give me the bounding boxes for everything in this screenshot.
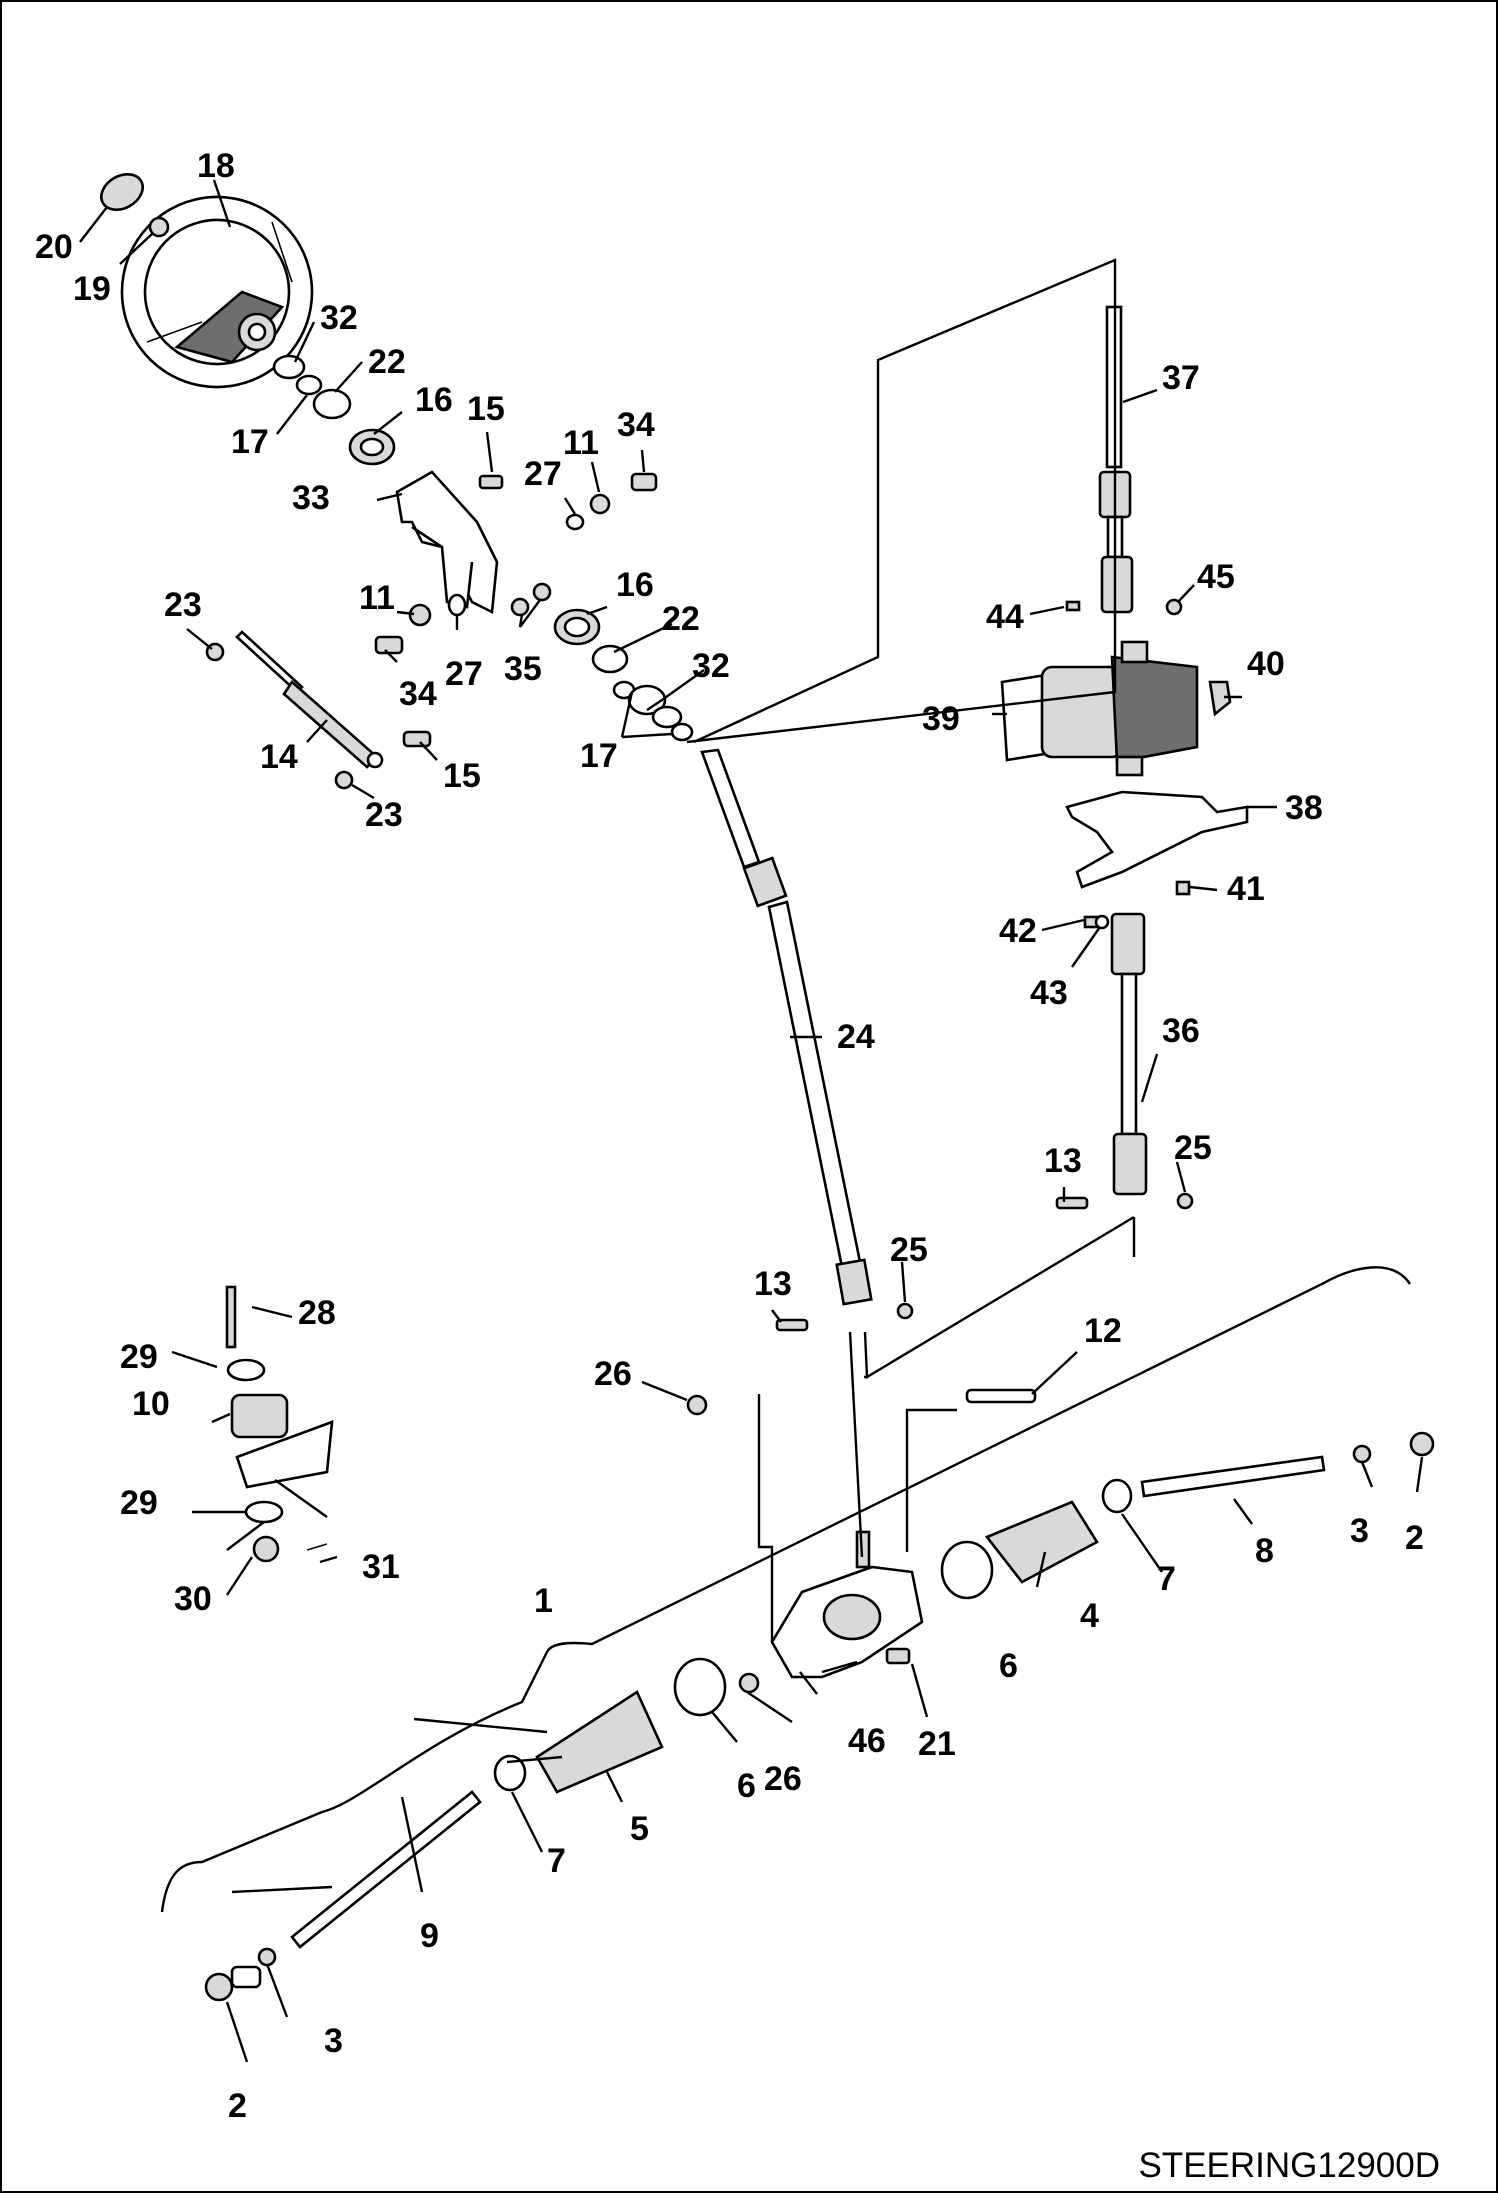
leader-lines (79, 179, 1424, 2063)
steering-wheel (120, 195, 314, 389)
wheel-nut (148, 216, 170, 238)
column-bracket (395, 470, 499, 615)
callout-22: 22 (368, 343, 406, 381)
shaft-24-fasteners (775, 1302, 914, 1332)
steering-shaft-24 (700, 748, 873, 1306)
callout-labels: 20 19 18 32 22 17 16 15 33 27 11 34 11 2… (35, 147, 1424, 2125)
callout-11b: 11 (359, 579, 395, 617)
lower-bearing-stack (553, 608, 694, 742)
callout-4: 4 (1080, 1597, 1099, 1635)
callout-12: 12 (1084, 1312, 1122, 1350)
shaft-37-fasteners (1065, 598, 1183, 616)
callout-27b: 27 (445, 655, 483, 693)
callout-29: 29 (120, 1338, 158, 1376)
reference-code: STEERING12900D (1138, 2146, 1440, 2185)
callout-27: 27 (524, 455, 562, 493)
callout-20: 20 (35, 228, 73, 266)
callout-9: 9 (420, 1917, 439, 1955)
callout-33: 33 (292, 479, 330, 517)
callout-22b: 22 (662, 600, 700, 638)
callout-14: 14 (260, 738, 298, 776)
callout-19: 19 (73, 270, 111, 308)
callout-11: 11 (563, 424, 599, 462)
callout-17: 17 (231, 423, 269, 461)
callout-26: 26 (594, 1355, 632, 1393)
callout-6: 6 (999, 1647, 1018, 1685)
gas-strut (235, 630, 384, 769)
callout-38: 38 (1285, 789, 1323, 827)
callout-29b: 29 (120, 1484, 158, 1522)
mount-bushing-group (225, 1285, 334, 1563)
callout-7: 7 (1157, 1560, 1176, 1598)
horn-cap (100, 173, 144, 211)
callout-37: 37 (1162, 359, 1200, 397)
callout-40: 40 (1247, 645, 1285, 683)
callout-43: 43 (1030, 974, 1068, 1012)
callout-3: 3 (1350, 1512, 1369, 1550)
callout-39: 39 (922, 700, 960, 738)
callout-21: 21 (918, 1725, 956, 1763)
callout-28: 28 (298, 1294, 336, 1332)
callout-25b: 25 (890, 1231, 928, 1269)
rack-boots (535, 1500, 1099, 1794)
tie-rod-ends (204, 1431, 1435, 2002)
eps-motor (1000, 640, 1199, 777)
callout-24: 24 (837, 1018, 875, 1056)
callout-34b: 34 (399, 675, 437, 713)
lower-shaft-36 (1110, 912, 1148, 1196)
callout-26b: 26 (764, 1760, 802, 1798)
callout-15: 15 (467, 390, 505, 428)
callout-25: 25 (1174, 1129, 1212, 1167)
callout-31: 31 (362, 1548, 400, 1586)
callout-1: 1 (534, 1582, 553, 1620)
callout-23: 23 (164, 586, 202, 624)
callout-17b: 17 (580, 737, 618, 775)
callout-34: 34 (617, 406, 655, 444)
shaft-36-fasteners (1055, 1192, 1194, 1210)
callout-30: 30 (174, 1580, 212, 1618)
callout-44: 44 (986, 598, 1024, 636)
rack-rings (493, 1478, 1133, 1792)
callout-2b: 2 (228, 2087, 247, 2125)
callout-16b: 16 (616, 566, 654, 604)
callout-7b: 7 (547, 1842, 566, 1880)
callout-2: 2 (1405, 1519, 1424, 1557)
tie-rods (290, 1455, 1326, 1949)
callout-42: 42 (999, 912, 1037, 950)
column-fasteners (205, 472, 658, 790)
callout-15b: 15 (443, 757, 481, 795)
callout-6b: 6 (737, 1767, 756, 1805)
callout-18: 18 (197, 147, 235, 185)
callout-3b: 3 (324, 2022, 343, 2060)
callout-8: 8 (1255, 1532, 1274, 1570)
callout-13b: 13 (754, 1265, 792, 1303)
wheel-washers (272, 354, 396, 466)
motor-mount-bracket (1065, 790, 1249, 889)
callout-36: 36 (1162, 1012, 1200, 1050)
callout-5: 5 (630, 1810, 649, 1848)
callout-32: 32 (320, 299, 358, 337)
callout-13: 13 (1044, 1142, 1082, 1180)
callout-46: 46 (848, 1722, 886, 1760)
motor-fasteners (1083, 680, 1232, 930)
callout-16: 16 (415, 381, 453, 419)
callout-45: 45 (1197, 558, 1235, 596)
callout-10: 10 (132, 1385, 170, 1423)
callout-23b: 23 (365, 796, 403, 834)
callout-35: 35 (504, 650, 542, 688)
callout-32b: 32 (692, 647, 730, 685)
callout-41: 41 (1227, 870, 1265, 908)
